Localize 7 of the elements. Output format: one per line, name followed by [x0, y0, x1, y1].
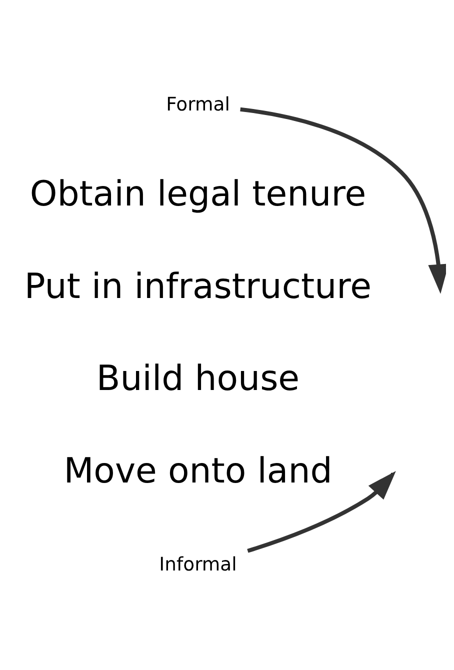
label: Put in infrastructure [24, 266, 372, 306]
node-text: Informal [159, 554, 237, 576]
label: Build house [96, 358, 300, 399]
arrow [240, 106, 446, 294]
label: Move onto land [64, 450, 332, 491]
label: Obtain legal tenure [30, 174, 366, 214]
node-text: Formal [166, 94, 230, 115]
